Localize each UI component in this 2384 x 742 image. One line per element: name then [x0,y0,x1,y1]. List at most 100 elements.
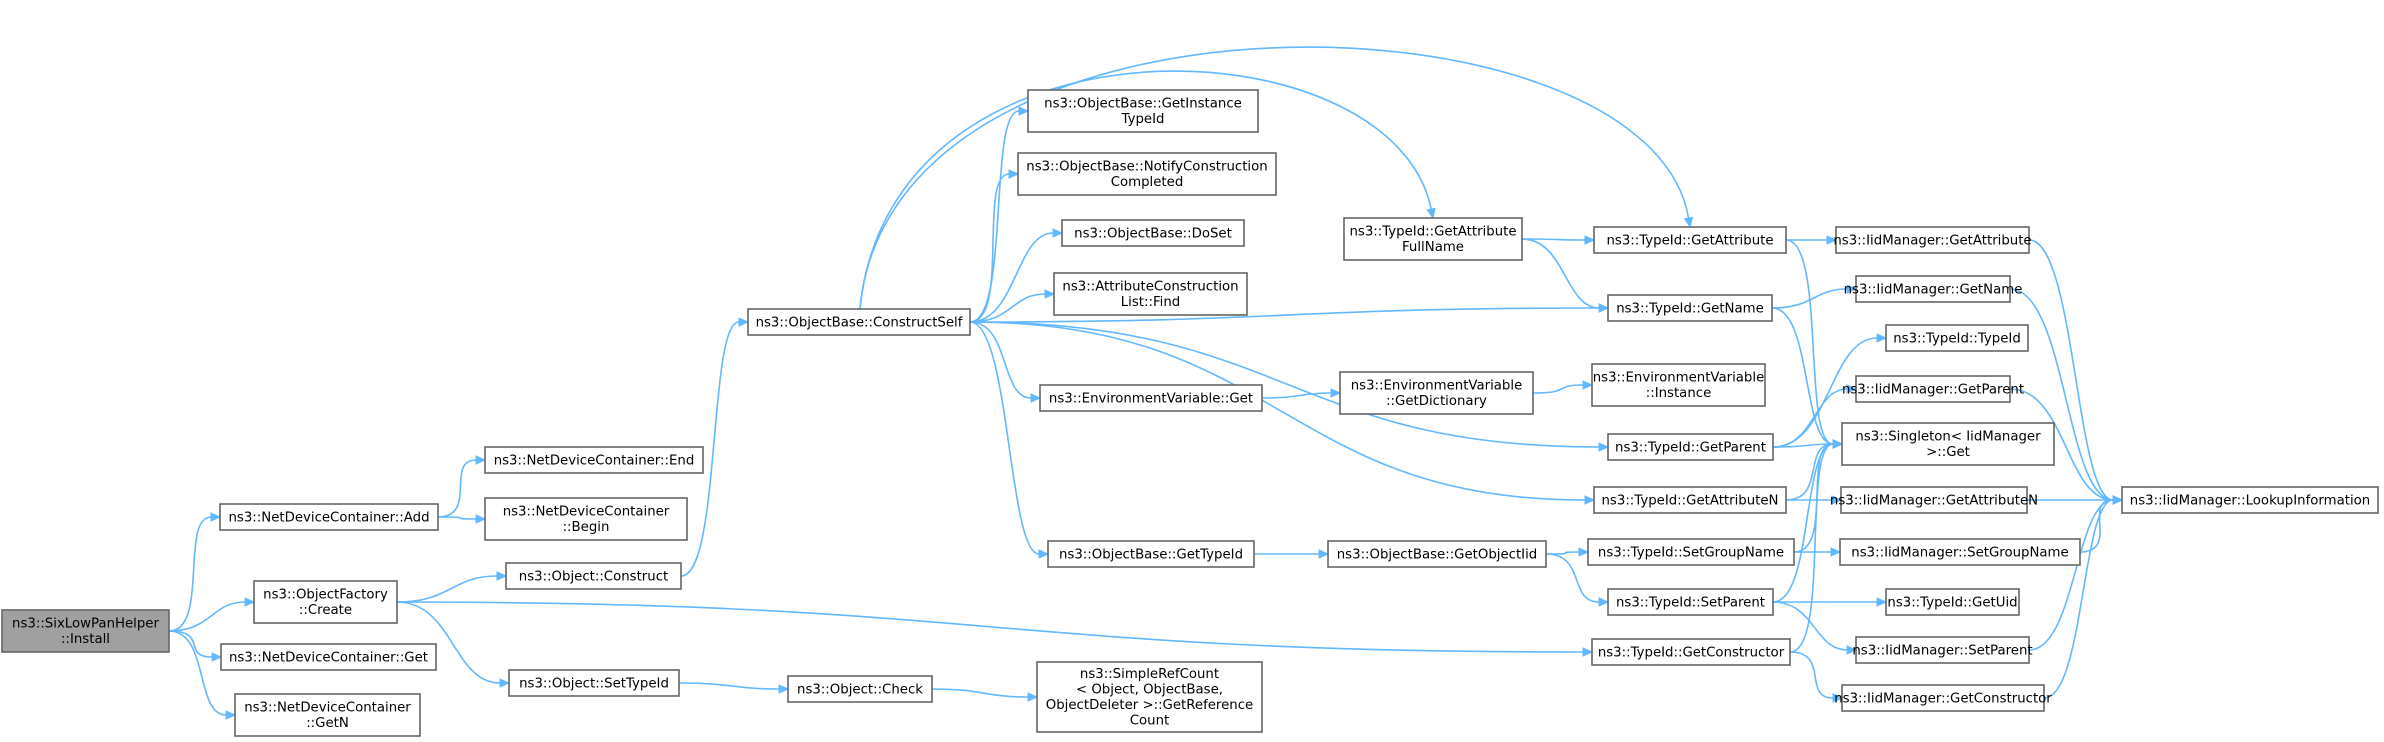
node-n0[interactable]: ns3::SixLowPanHelper::Install [1,609,170,653]
node-box [484,497,688,541]
arrowhead-icon [1598,442,1610,452]
node-label: ns3::Object::Construct [519,569,668,584]
node-box [1587,538,1795,566]
node-n14[interactable]: ns3::ObjectBase::GetTypeId [1047,540,1255,568]
edge-n32-n34 [2028,495,2124,651]
node-n34[interactable]: ns3::IidManager::LookupInformation [2121,486,2379,514]
node-box [1855,375,2011,403]
node-label: List::Find [1121,295,1180,310]
node-box [1047,540,1255,568]
node-n17[interactable]: ns3::TypeId::GetAttribute [1593,226,1787,254]
node-n15[interactable]: ns3::ObjectBase::GetObjectIid [1327,540,1547,568]
node-label: ::GetDictionary [1386,394,1487,409]
node-n30[interactable]: ns3::IidManager::SetGroupName [1839,538,2081,566]
node-label: ns3::IidManager::GetName [1844,282,2023,297]
node-n33[interactable]: ns3::IidManager::GetConstructor [1834,684,2052,712]
arrowhead-icon [1318,549,1330,559]
node-box [1591,363,1766,407]
node-n38[interactable]: ns3::NetDeviceContainer::Get [220,643,437,671]
edge-n6-n14 [969,321,1050,559]
edge-line [2028,239,2114,501]
node-n12[interactable]: ns3::EnvironmentVariable::GetDictionary [1339,371,1534,415]
node-n25[interactable]: ns3::IidManager::GetName [1844,275,2023,303]
node-n4[interactable]: ns3::ObjectFactory::Create [253,580,398,624]
edge-line [1785,239,1834,445]
arrowhead-icon [211,652,223,662]
node-label: >::Get [1926,445,1970,460]
node-n24[interactable]: ns3::IidManager::GetAttribute [1833,226,2032,254]
node-label: ::Install [61,632,110,647]
arrowhead-icon [1584,235,1596,245]
arrowhead-icon [1826,235,1838,245]
node-label: ::Create [299,603,352,618]
edge-n5-n6 [680,317,750,577]
edge-line [168,516,212,632]
edge-line [680,321,740,577]
edge-line [1521,238,1600,309]
edge-n6-n7 [969,106,1030,323]
node-n19[interactable]: ns3::TypeId::GetParent [1607,433,1774,461]
edge-n6-n16 [859,70,1436,310]
arrowhead-icon [1330,388,1342,398]
node-n22[interactable]: ns3::TypeId::SetParent [1607,588,1774,616]
node-n36[interactable]: ns3::Object::Check [787,675,933,703]
node-n31[interactable]: ns3::TypeId::GetUid [1885,588,2020,616]
arrowhead-icon [1846,645,1858,655]
node-n2[interactable]: ns3::NetDeviceContainer::End [484,446,704,474]
node-box [1885,324,2029,352]
node-box [1327,540,1547,568]
node-n21[interactable]: ns3::TypeId::SetGroupName [1587,538,1795,566]
node-n27[interactable]: ns3::IidManager::GetParent [1842,375,2024,403]
node-n28[interactable]: ns3::Singleton< IidManager >::Get [1841,422,2055,466]
node-label: ns3::TypeId::GetName [1616,301,1764,316]
node-label: FullName [1402,240,1464,255]
edge-n21-n30 [1794,547,1842,557]
edge-line [396,601,1584,653]
edge-n35-n36 [678,682,790,694]
edge-n16-n18 [1521,238,1610,313]
node-n13[interactable]: ns3::EnvironmentVariable::Instance [1591,363,1766,407]
node-label: ns3::ObjectBase::GetInstance [1044,97,1242,112]
arrowhead-icon [1018,106,1030,116]
node-n23[interactable]: ns3::TypeId::GetConstructor [1591,638,1791,666]
edge-line [1789,651,1834,699]
edge-n23-n28 [1789,439,1844,653]
node-n20[interactable]: ns3::TypeId::GetAttributeN [1593,486,1787,514]
node-label: ns3::TypeId::GetAttributeN [1602,493,1779,508]
node-label: ns3::Object::Check [797,682,923,697]
edge-n20-n28 [1785,439,1844,501]
node-n9[interactable]: ns3::ObjectBase::DoSet [1061,219,1245,247]
node-n29[interactable]: ns3::IidManager::GetAttributeN [1830,486,2038,514]
node-label: ns3::SixLowPanHelper [12,617,159,632]
edge-n1-n2 [437,455,487,518]
node-n5[interactable]: ns3::Object::Construct [505,562,682,590]
node-n37[interactable]: ns3::SimpleRefCount< Object, ObjectBase,… [1036,661,1263,733]
edge-line [2009,388,2114,501]
node-n3[interactable]: ns3::NetDeviceContainer::Begin [484,497,688,541]
edge-line [969,307,1600,323]
edge-n23-n33 [1789,651,1844,703]
node-label: ns3::TypeId::TypeId [1893,331,2021,346]
arrowhead-icon [1052,228,1064,238]
nodes-layer: ns3::SixLowPanHelper::Installns3::NetDev… [1,89,2379,737]
node-n11[interactable]: ns3::EnvironmentVariable::Get [1039,384,1263,412]
node-n39[interactable]: ns3::NetDeviceContainer::GetN [234,693,421,737]
node-n18[interactable]: ns3::TypeId::GetName [1607,294,1773,322]
node-n32[interactable]: ns3::IidManager::SetParent [1852,636,2033,664]
node-n6[interactable]: ns3::ObjectBase::ConstructSelf [747,308,971,336]
arrowhead-icon [1876,597,1888,607]
node-n35[interactable]: ns3::Object::SetTypeId [508,669,680,697]
node-n8[interactable]: ns3::ObjectBase::NotifyConstructionCompl… [1017,152,1277,196]
arrowhead-icon [475,514,487,524]
node-label: ns3::IidManager::GetParent [1842,382,2024,397]
node-n1[interactable]: ns3::NetDeviceContainer::Add [219,503,439,531]
node-label: ns3::NetDeviceContainer::Add [228,510,429,525]
node-n26[interactable]: ns3::TypeId::TypeId [1885,324,2029,352]
edge-n14-n15 [1254,549,1330,559]
arrowhead-icon [210,512,222,522]
edge-n15-n21 [1545,547,1590,557]
edge-n20-n29 [1785,495,1843,505]
